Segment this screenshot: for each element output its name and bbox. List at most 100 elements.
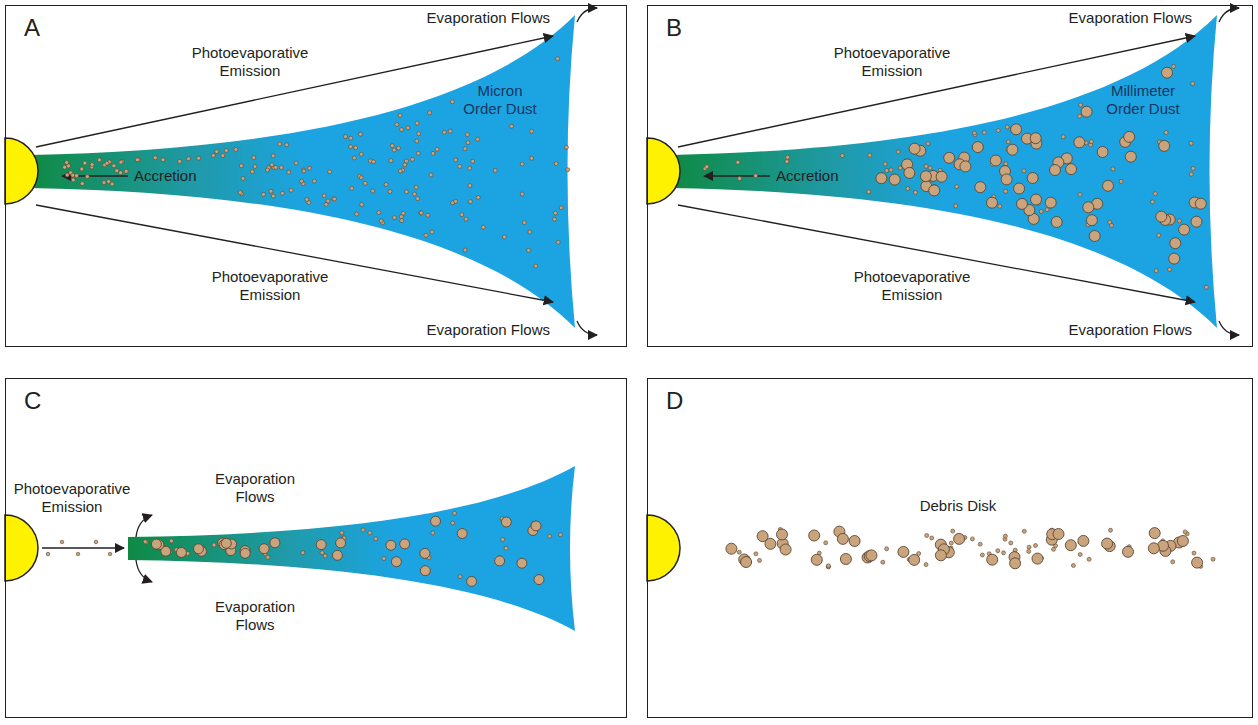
dust-grain xyxy=(522,221,526,225)
flow-arrow xyxy=(136,515,152,537)
dust-grain xyxy=(1061,135,1065,139)
dust-grain xyxy=(176,547,186,557)
dust-grain xyxy=(153,156,157,160)
dust-grains xyxy=(46,57,1215,587)
dust-grain xyxy=(1009,541,1013,545)
dust-grain xyxy=(1154,269,1158,273)
dust-grain xyxy=(1149,528,1160,539)
dust-grain xyxy=(384,183,388,187)
dust-grain xyxy=(1030,133,1041,144)
dust-grain xyxy=(105,161,109,165)
dust-grain xyxy=(328,170,332,174)
dust-grain xyxy=(144,540,148,544)
dust-grain xyxy=(372,160,376,164)
dust-grain xyxy=(1071,564,1075,568)
dust-grain xyxy=(1079,103,1083,107)
dust-grain xyxy=(1097,147,1108,158)
dust-grain xyxy=(972,131,976,135)
dust-grain xyxy=(431,516,441,526)
disk-group xyxy=(5,8,597,335)
dust-grain xyxy=(1086,215,1097,226)
dust-grain xyxy=(349,136,353,140)
annotation-label: Photoevaporative Emission xyxy=(200,268,340,304)
dust-grain xyxy=(429,173,433,177)
protoplanetary-disk xyxy=(30,15,575,328)
dust-grain xyxy=(502,235,506,239)
dust-grain xyxy=(419,211,423,215)
dust-grain xyxy=(398,169,402,173)
dust-grain xyxy=(1148,543,1159,554)
dust-grain xyxy=(426,213,430,217)
dust-grain xyxy=(398,113,402,117)
dust-grain xyxy=(420,566,430,576)
dust-grain xyxy=(112,164,116,168)
star xyxy=(5,515,38,581)
dust-grain xyxy=(107,180,111,184)
dust-grain xyxy=(389,159,393,163)
dust-grain xyxy=(1050,165,1061,176)
dust-grain xyxy=(221,538,231,548)
dust-grain xyxy=(1159,140,1170,151)
dust-grain xyxy=(476,137,480,141)
dust-grain xyxy=(1053,529,1064,540)
dust-grain xyxy=(259,544,269,554)
dust-grain xyxy=(1027,549,1031,553)
dust-grain xyxy=(161,158,165,162)
dust-grain xyxy=(1164,131,1168,135)
dust-grain xyxy=(1045,208,1049,212)
dust-grain xyxy=(1153,192,1157,196)
dust-grain xyxy=(1171,560,1175,564)
dust-grain xyxy=(1124,131,1135,142)
dust-grain xyxy=(457,529,467,539)
dust-grain xyxy=(305,198,309,202)
dust-grain xyxy=(754,552,758,556)
dust-grain xyxy=(501,517,511,527)
dust-grain xyxy=(1078,114,1082,118)
dust-grain xyxy=(1109,528,1113,532)
dust-grain xyxy=(1189,141,1193,145)
dust-grain xyxy=(824,541,828,545)
dust-grain xyxy=(463,147,467,151)
dust-grain xyxy=(352,156,356,160)
dust-grain xyxy=(1168,268,1172,272)
dust-grain xyxy=(553,211,557,215)
dust-grain xyxy=(1119,179,1123,183)
dust-grain xyxy=(785,160,789,164)
panel-letter: B xyxy=(666,14,682,42)
dust-grain xyxy=(336,538,346,548)
flow-arrow xyxy=(136,560,152,582)
dust-grain xyxy=(990,155,1001,166)
dust-grain xyxy=(826,565,830,569)
dust-grain xyxy=(224,149,228,153)
dust-grain xyxy=(110,182,114,186)
dust-grain xyxy=(1102,538,1113,549)
dust-grain xyxy=(108,552,112,556)
dust-grain xyxy=(1052,547,1056,551)
dust-grain xyxy=(559,533,563,537)
dust-grain xyxy=(1111,167,1115,171)
dust-grain xyxy=(71,173,75,177)
dust-grain xyxy=(280,191,284,195)
dust-grain xyxy=(970,537,974,541)
dust-grain xyxy=(1089,231,1100,242)
dust-grain xyxy=(468,184,472,188)
dust-grain xyxy=(419,211,423,215)
annotation-label: Photoevaporative Emission xyxy=(842,268,982,304)
dust-grain xyxy=(1192,557,1203,568)
dust-grain xyxy=(1178,219,1182,223)
dust-grain xyxy=(460,213,464,217)
dust-grain xyxy=(777,529,788,540)
dust-grain xyxy=(178,159,182,163)
dust-grain xyxy=(1078,535,1089,546)
dust-grain xyxy=(876,173,887,184)
dust-grain xyxy=(221,154,225,158)
dust-grain xyxy=(757,531,768,542)
dust-grain xyxy=(530,156,534,160)
annotation-label: Evaporation Flows xyxy=(415,9,550,27)
dust-grain xyxy=(1191,82,1195,86)
dust-grain xyxy=(392,148,396,152)
dust-grain xyxy=(738,177,742,181)
panel-frame: A xyxy=(5,5,627,347)
dust-grain xyxy=(308,166,312,170)
dust-grain xyxy=(454,158,458,162)
